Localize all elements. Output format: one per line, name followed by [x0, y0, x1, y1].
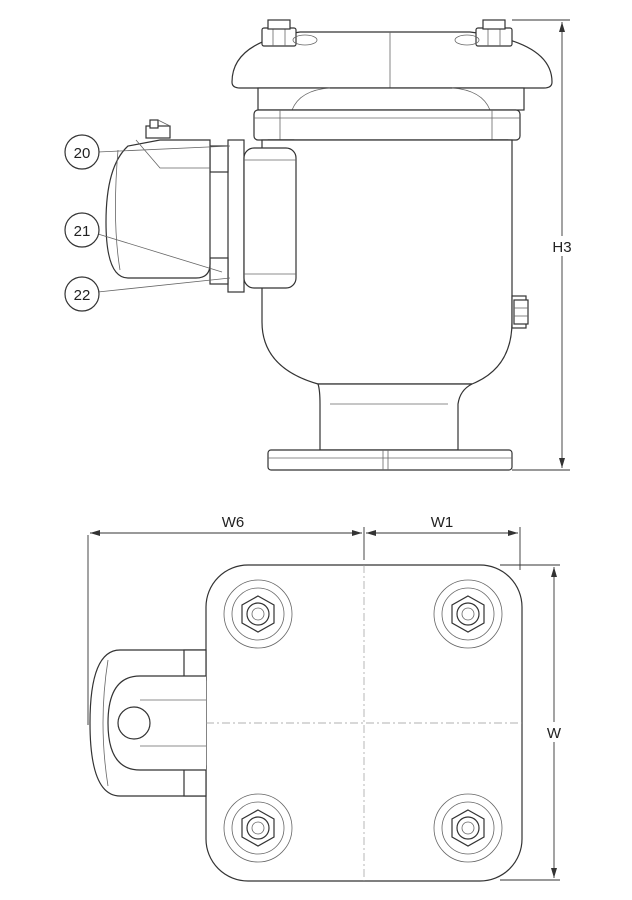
dimension-w1-label: W1	[431, 514, 454, 531]
dimension-h3: H3	[512, 19, 578, 471]
dimension-h3-label: H3	[552, 239, 571, 256]
body-side-plug	[511, 295, 529, 329]
plan-side-attachment	[89, 649, 207, 797]
dimension-w6: W6	[87, 514, 365, 725]
bottom-flange	[267, 449, 513, 471]
dome-cover	[231, 31, 553, 89]
plan-bolt-bottom-left	[223, 793, 293, 863]
valve-body	[261, 139, 513, 385]
side-attachment	[105, 119, 297, 293]
callout-20-label: 20	[74, 145, 91, 162]
dimension-w6-label: W6	[222, 514, 245, 531]
callout-21: 21	[64, 212, 223, 273]
callout-22: 22	[64, 276, 231, 312]
cover-bolt-right	[454, 19, 513, 47]
plan-bolt-top-right	[433, 579, 503, 649]
dimension-w-label: W	[547, 725, 562, 742]
callout-22-label: 22	[74, 287, 91, 304]
callout-21-label: 21	[74, 223, 91, 240]
plan-bolt-top-left	[223, 579, 293, 649]
lower-neck	[317, 383, 473, 451]
upper-flange	[253, 109, 521, 141]
callout-20: 20	[64, 134, 231, 170]
plan-bolt-bottom-right	[433, 793, 503, 863]
dimension-w: W	[500, 564, 568, 881]
cover-neck	[257, 87, 525, 111]
side-view: 20 21 22 H3	[64, 19, 578, 471]
dimension-w1: W1	[366, 514, 521, 570]
cover-bolt-left	[261, 19, 318, 47]
plan-view: W6 W1 W	[87, 514, 568, 882]
